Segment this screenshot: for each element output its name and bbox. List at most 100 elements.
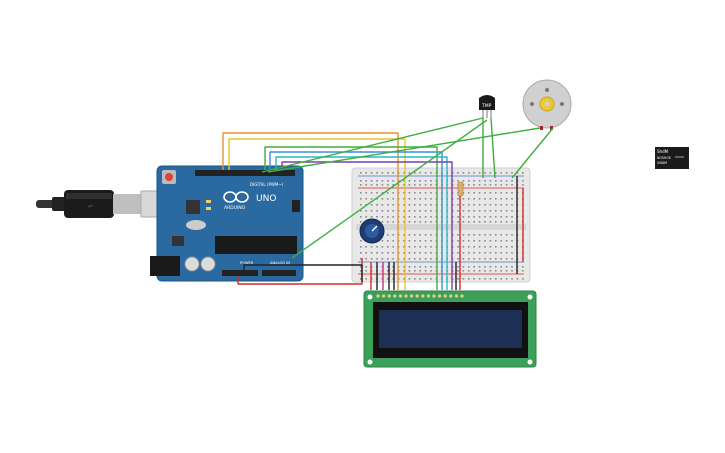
wire-black-gnd[interactable] xyxy=(243,264,363,282)
breadboard-hole xyxy=(484,210,486,212)
breadboard-hole xyxy=(370,246,373,248)
breadboard-hole xyxy=(387,234,389,236)
breadboard-hole xyxy=(489,172,492,174)
breadboard-hole xyxy=(462,210,465,212)
potentiometer[interactable] xyxy=(359,218,385,244)
breadboard-hole xyxy=(468,216,470,218)
breadboard-hole xyxy=(511,246,513,248)
breadboard-hole xyxy=(489,221,492,223)
breadboard-hole xyxy=(505,270,508,272)
temperature-sensor[interactable]: TMP xyxy=(479,95,495,118)
wire-purple[interactable] xyxy=(281,161,453,290)
breadboard-hole xyxy=(484,252,486,254)
breadboard-hole xyxy=(365,198,367,200)
breadboard-hole xyxy=(419,234,421,236)
breadboard-hole xyxy=(478,198,481,200)
breadboard-hole xyxy=(360,192,362,194)
breadboard-hole xyxy=(387,240,389,242)
breadboard-hole xyxy=(365,216,367,218)
breadboard-hole xyxy=(365,192,367,194)
breadboard-hole xyxy=(489,266,492,268)
breadboard-hole xyxy=(478,266,481,268)
breadboard-hole xyxy=(462,278,465,280)
breadboard-hole xyxy=(376,246,378,248)
breadboard-hole xyxy=(392,270,394,272)
breadboard-hole xyxy=(473,172,475,174)
breadboard-hole xyxy=(381,221,384,223)
breadboard-hole xyxy=(430,172,432,174)
breadboard-hole xyxy=(403,172,405,174)
breadboard-hole xyxy=(381,210,384,212)
wire-yellow[interactable] xyxy=(228,138,406,290)
breadboard-hole xyxy=(495,258,497,260)
arduino-uno-board[interactable]: DIGITAL (PWM~) UNO ARDUINO POWER ANALOG … xyxy=(150,165,304,282)
breadboard-hole xyxy=(392,246,394,248)
breadboard-hole xyxy=(505,210,508,212)
breadboard-hole xyxy=(473,221,475,223)
dc-motor[interactable] xyxy=(522,79,572,130)
breadboard-hole xyxy=(457,270,459,272)
breadboard-hole xyxy=(365,180,367,182)
breadboard-hole xyxy=(484,278,486,280)
reset-button[interactable] xyxy=(165,173,173,181)
breadboard-hole xyxy=(360,278,362,280)
breadboard-hole xyxy=(430,198,432,200)
breadboard-hole xyxy=(457,172,459,174)
breadboard-hole xyxy=(370,192,373,194)
breadboard-hole xyxy=(408,221,411,223)
power-jack xyxy=(150,256,180,276)
breadboard-hole xyxy=(457,198,459,200)
breadboard-hole xyxy=(381,216,384,218)
lcd-pin xyxy=(454,294,458,298)
svg-text:⇌: ⇌ xyxy=(88,203,93,210)
breadboard-hole xyxy=(360,266,362,268)
breadboard-hole xyxy=(468,184,470,186)
breadboard-hole xyxy=(478,252,481,254)
breadboard-hole xyxy=(419,252,421,254)
wire-green-analog[interactable] xyxy=(291,119,488,259)
breadboard-hole xyxy=(424,198,427,200)
lcd-pin xyxy=(387,294,391,298)
breadboard-hole xyxy=(511,204,513,206)
breadboard-hole xyxy=(484,216,486,218)
breadboard-hole xyxy=(381,246,384,248)
breadboard-hole xyxy=(419,204,421,206)
breadboard-hole xyxy=(457,246,459,248)
breadboard-hole xyxy=(387,198,389,200)
breadboard-hole xyxy=(360,180,362,182)
breadboard-hole xyxy=(424,184,427,186)
breadboard-hole xyxy=(500,172,502,174)
breadboard-hole xyxy=(414,234,416,236)
breadboard-hole xyxy=(468,210,470,212)
breadboard-hole xyxy=(376,180,378,182)
breadboard-hole xyxy=(376,198,378,200)
breadboard-hole xyxy=(495,184,497,186)
breadboard-hole xyxy=(424,240,427,242)
breadboard-hole xyxy=(489,278,492,280)
breadboard-hole xyxy=(462,172,465,174)
breadboard-hole xyxy=(489,246,492,248)
breadboard-hole xyxy=(414,180,416,182)
wire-green-sensor[interactable] xyxy=(261,117,484,173)
breadboard-hole xyxy=(473,234,475,236)
wire-green-motor[interactable] xyxy=(267,127,541,173)
breadboard-hole xyxy=(419,270,421,272)
breadboard-hole xyxy=(414,278,416,280)
usb-cable[interactable]: ⇌ xyxy=(36,190,158,218)
breadboard-hole xyxy=(387,266,389,268)
component-thumbnail[interactable]: ShdM NOSHOE GNDM xyxy=(655,147,689,169)
wire-orange[interactable] xyxy=(222,132,399,290)
breadboard-hole xyxy=(419,216,421,218)
breadboard-hole xyxy=(484,234,486,236)
usb-cable-tail xyxy=(36,200,56,208)
breadboard-hole xyxy=(478,246,481,248)
usb-plug-metal xyxy=(113,194,141,214)
breadboard-hole xyxy=(478,270,481,272)
wire-blue[interactable] xyxy=(269,151,443,290)
lcd-display[interactable] xyxy=(363,290,537,368)
resistor[interactable] xyxy=(457,181,464,197)
breadboard-hole xyxy=(457,204,459,206)
board-model-label: UNO xyxy=(256,194,276,204)
wire-green[interactable] xyxy=(264,146,438,290)
